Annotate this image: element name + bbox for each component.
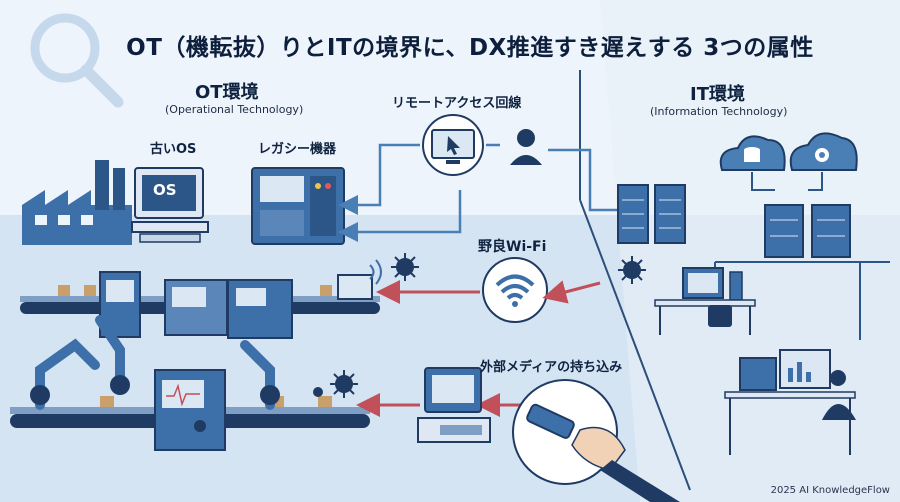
- legacy-machine-icon: [99, 271, 293, 339]
- label-rogue-wifi: 野良Wi-Fi: [478, 239, 547, 255]
- computer-icon: [417, 367, 491, 443]
- monitor-cursor-icon: [422, 114, 484, 176]
- legacy-machine-icon: [154, 369, 226, 451]
- wifi-icon: [482, 257, 548, 323]
- robot-arm-icon: [30, 375, 280, 405]
- label-remote-access: リモートアクセス回線: [392, 96, 522, 111]
- computer-icon: [131, 167, 209, 243]
- cloud-database-icon: [719, 135, 786, 171]
- desk-workstation-icon: [724, 349, 856, 455]
- ot-subheading: (Operational Technology): [165, 103, 304, 116]
- usb-drive-icon: [512, 379, 680, 502]
- computer-icon: [337, 274, 373, 300]
- it-heading: IT環境: [690, 84, 745, 105]
- label-old-os: 古いOS: [150, 142, 197, 157]
- desk-workstation-icon: [654, 267, 756, 335]
- virus-spikes: [330, 253, 646, 398]
- legacy-machine-icon: [251, 167, 345, 245]
- cloud-gear-icon: [789, 132, 858, 171]
- factory-icon: [22, 160, 132, 245]
- os-screen-text: OS: [153, 181, 177, 199]
- page-title: OT（機転抜）りとITの境界に、DX推進すき遅えする 3つの属性: [126, 35, 814, 61]
- label-legacy-equipment: レガシー機器: [258, 142, 337, 157]
- copyright-text: 2025 AI KnowledgeFlow: [770, 485, 890, 496]
- ot-heading: OT環境: [195, 82, 259, 103]
- boundary-divider: [579, 70, 691, 491]
- user-icon: [510, 129, 542, 165]
- server-icon: [764, 204, 851, 258]
- magnifier-icon: [30, 13, 124, 108]
- label-external-media: 外部メディアの持ち込み: [480, 360, 623, 375]
- server-icon: [617, 184, 686, 244]
- it-subheading: (Information Technology): [650, 105, 788, 118]
